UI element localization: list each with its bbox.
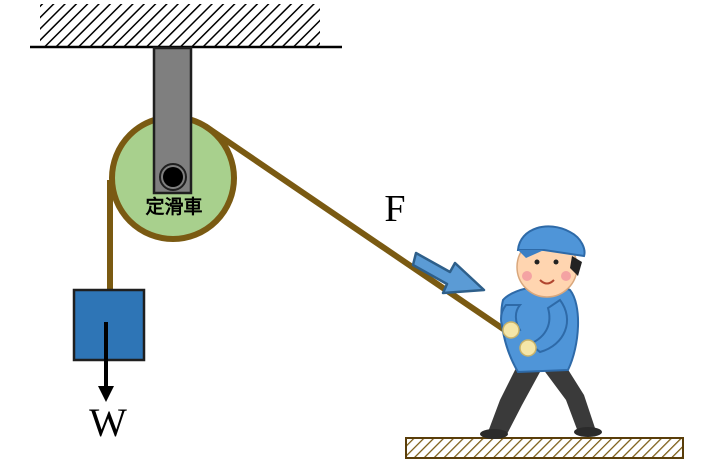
pulley-label: 定滑車 <box>145 195 202 218</box>
pulley-axle-ring <box>159 163 187 191</box>
rope-right <box>203 123 542 357</box>
weight-box <box>72 288 146 362</box>
pulley-axle <box>163 167 183 187</box>
ceiling <box>30 4 342 49</box>
weight-arrow <box>98 322 114 402</box>
force-arrow <box>411 251 486 295</box>
weight-label: W <box>89 400 127 445</box>
floor <box>405 437 684 459</box>
person-illustration <box>480 225 602 439</box>
force-label: F <box>384 188 405 230</box>
ceiling-hatch <box>40 4 320 46</box>
